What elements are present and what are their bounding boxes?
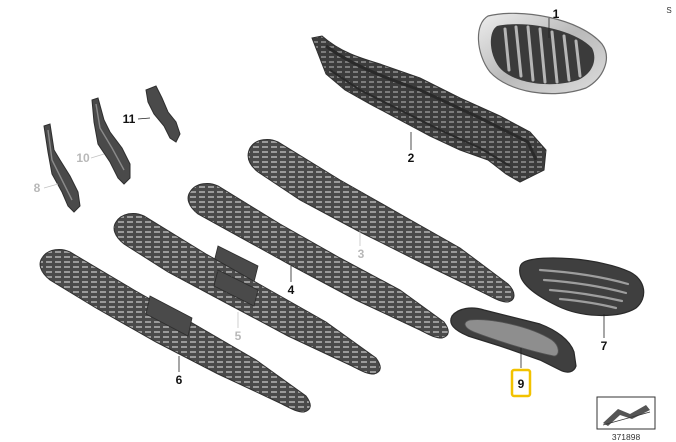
arrow-shape-icon [603, 405, 650, 426]
part-9-fog-light-trim [450, 307, 577, 373]
part-2-grille-carrier [311, 35, 547, 183]
highlight-box [510, 368, 532, 398]
callout-9-highlight[interactable]: 9 [510, 368, 532, 398]
part-4-grille-insert [187, 183, 449, 339]
part-5-grille-insert [113, 213, 381, 375]
callout-5: 5 [235, 329, 242, 343]
part-8-side-bracket [43, 123, 81, 213]
reference-symbol [596, 396, 656, 430]
callout-8: 8 [34, 181, 41, 195]
callout-6: 6 [176, 373, 183, 387]
callout-3: 3 [358, 247, 365, 261]
part-11-bracket [145, 85, 181, 143]
callout-11: 11 [123, 112, 136, 126]
part-6-grille-insert [39, 249, 311, 413]
callout-4: 4 [288, 283, 295, 297]
callout-10: 10 [76, 151, 90, 165]
reference-number: 371898 [612, 432, 641, 442]
part-7-side-vent-grille [519, 257, 645, 317]
callout-9: 9 [518, 377, 525, 391]
callout-2: 2 [408, 151, 415, 165]
corner-mark: S [666, 6, 671, 15]
callout-1: 1 [553, 7, 560, 21]
part-3-grille-insert [247, 139, 515, 303]
part-10-side-bracket [91, 97, 131, 185]
callout-7: 7 [601, 339, 608, 353]
part-1-kidney-grille [477, 12, 607, 95]
leader-lines [43, 18, 605, 372]
